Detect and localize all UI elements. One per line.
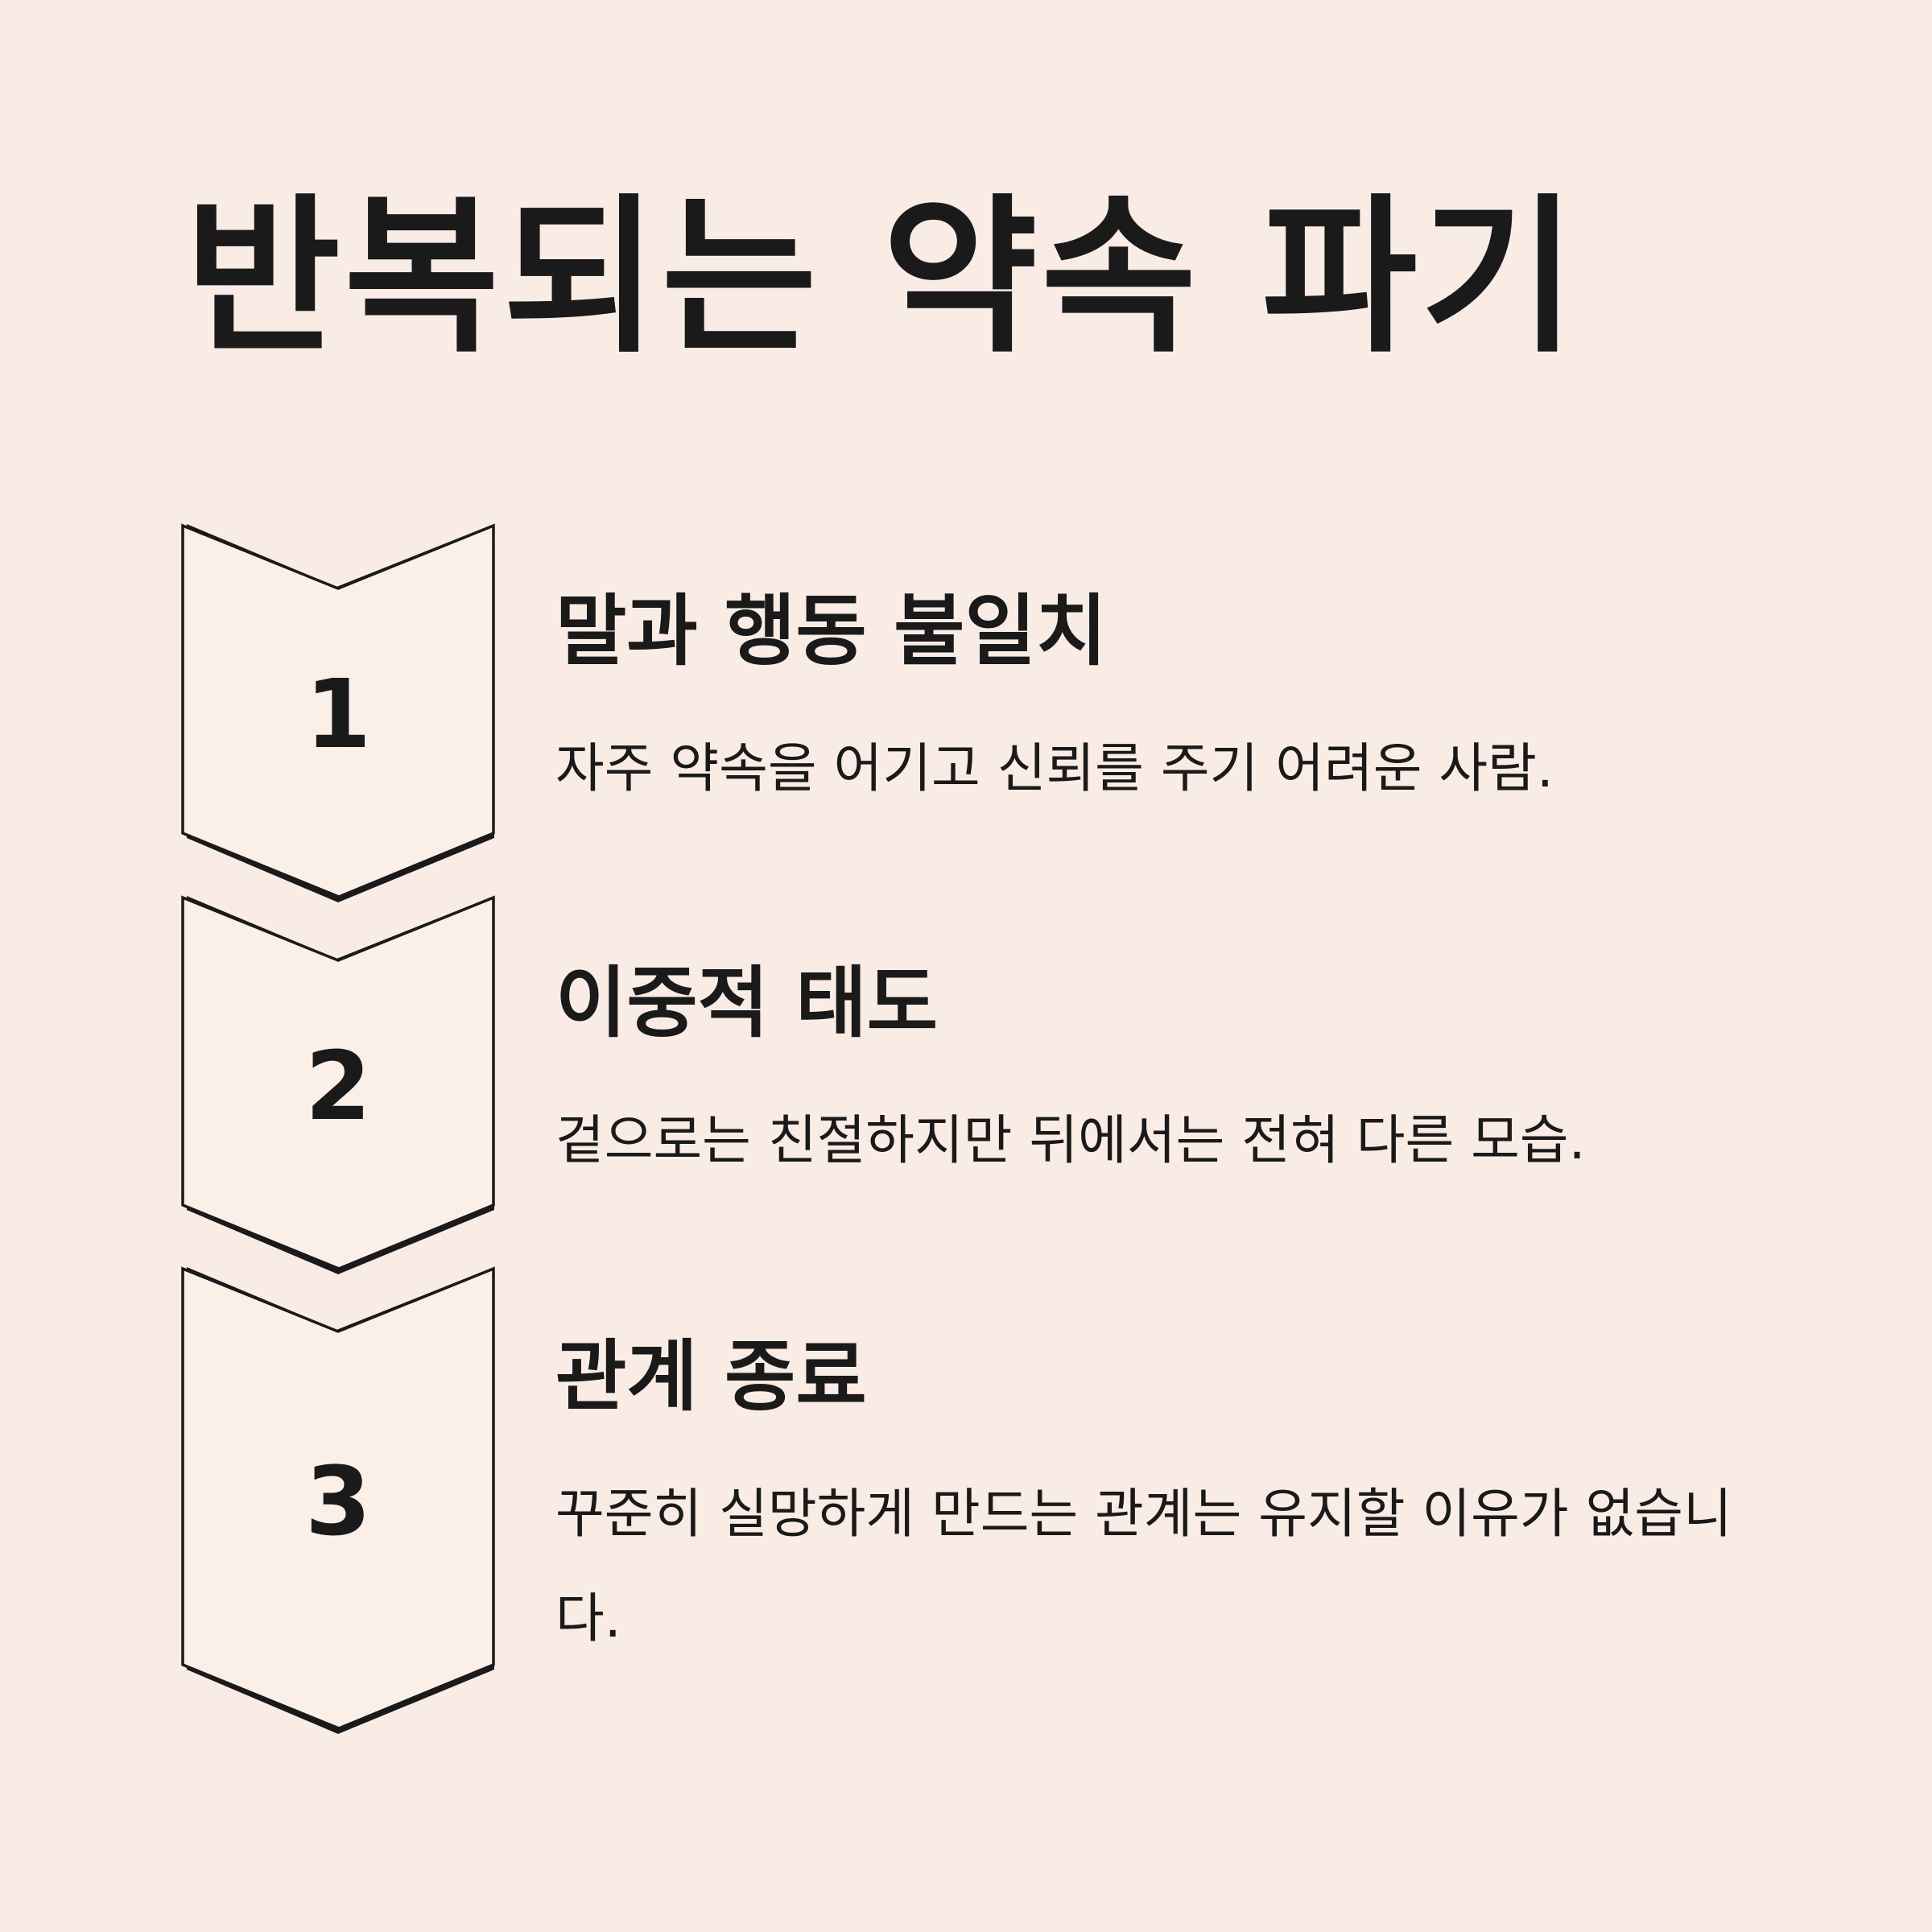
step-1-heading: 말과 행동 불일치 xyxy=(555,586,1108,676)
step-2-number: 2 xyxy=(304,1030,372,1141)
step-3-heading: 관계 종료 xyxy=(555,1331,867,1422)
page-title: 반복되는 약속 파기 xyxy=(185,179,1579,376)
step-2-description: 겉으로는 친절하지만 뒤에서는 전혀 다른 모습. xyxy=(555,1109,1586,1171)
step-2-chevron xyxy=(181,895,495,1274)
step-1-description: 자주 약속을 어기고 신뢰를 주기 어려운 사람. xyxy=(555,737,1554,799)
step-2-heading: 이중적 태도 xyxy=(555,958,939,1048)
step-3-description: 꾸준히 실망하게 만드는 관계는 유지할 이유가 없습니다. xyxy=(555,1483,1732,1649)
step-3-chevron xyxy=(181,1266,495,1734)
step-1-chevron xyxy=(181,523,495,902)
step-3-number: 3 xyxy=(304,1446,372,1557)
step-1-number: 1 xyxy=(304,658,372,770)
